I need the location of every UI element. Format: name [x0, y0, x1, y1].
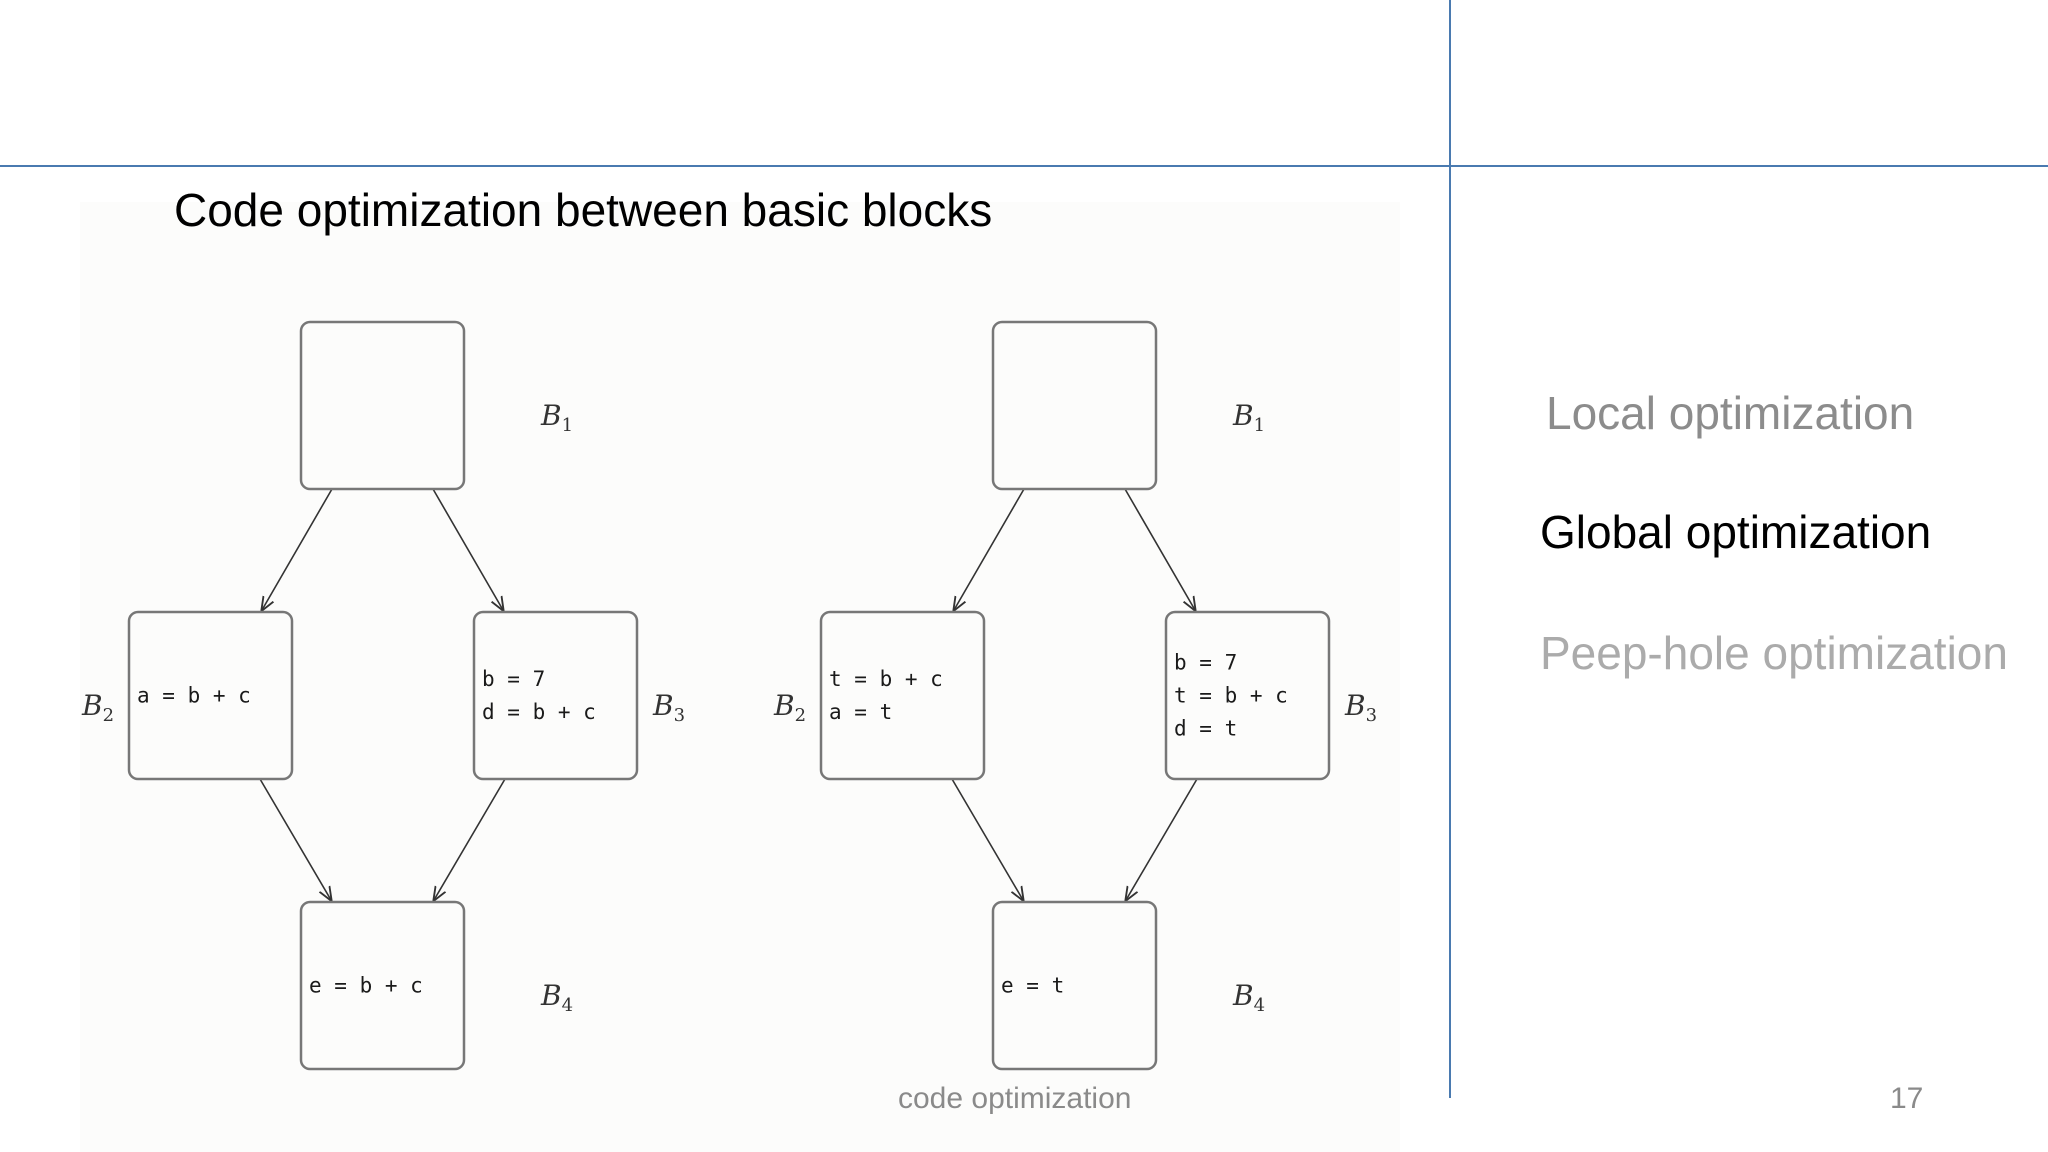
- block-label-b3: B3: [652, 689, 685, 726]
- page-number: 17: [1890, 1082, 1924, 1115]
- basic-block-b4: [991, 900, 1158, 1071]
- flow-graph-diagrams: B1 a = b + c B2 b = 7 d = b + c B3 e = b + c B4…: [81, 320, 1377, 1071]
- block-label-b1: B1: [1232, 399, 1265, 436]
- flow-edge-arrow: [434, 778, 506, 900]
- flow-edge-arrow: [1126, 778, 1198, 900]
- sidebar-divider-line: [1449, 0, 1451, 1098]
- flow-edge-arrow: [262, 488, 333, 610]
- block-code-line: d = b + c: [482, 700, 596, 724]
- flow-edge-arrow: [951, 778, 1023, 900]
- slide-title: Code optimization between basic blocks: [174, 184, 993, 236]
- block-code-line: b = 7: [1174, 651, 1237, 675]
- block-code-line: e = t: [1001, 974, 1064, 998]
- basic-block-b4: [299, 900, 466, 1071]
- flow-edge-arrow: [954, 488, 1025, 610]
- basic-block-b1: [991, 320, 1158, 491]
- flow-graph-1: B1 a = b + c B2 b = 7 d = b + c B3 e = b + c B4: [81, 320, 685, 1071]
- flow-graph-2: B1 t = b + c a = t B2 b = 7 t = b + c d = t B3 e…: [773, 320, 1377, 1071]
- sidebar-item-peephole-optimization: Peep-hole optimization: [1540, 627, 2008, 679]
- flow-edge-arrow: [432, 488, 503, 610]
- block-label-b4: B4: [1232, 979, 1265, 1016]
- block-code-line: b = 7: [482, 667, 545, 691]
- footer-text: code optimization: [898, 1082, 1132, 1115]
- sidebar-item-global-optimization: Global optimization: [1540, 506, 1932, 558]
- basic-block-b3: [1164, 610, 1331, 781]
- basic-block-b2: [819, 610, 986, 781]
- block-code-line: e = b + c: [309, 974, 423, 998]
- block-label-b1: B1: [540, 399, 573, 436]
- header-divider-line: [0, 165, 2048, 167]
- block-code-line: d = t: [1174, 717, 1237, 741]
- basic-block-b1: [299, 320, 466, 491]
- block-code-line: a = b + c: [137, 684, 251, 708]
- block-code-line: t = b + c: [829, 667, 943, 691]
- block-label-b2: B2: [773, 689, 806, 726]
- block-label-b2: B2: [81, 689, 114, 726]
- block-code-line: t = b + c: [1174, 684, 1288, 708]
- basic-block-b3: [472, 610, 639, 781]
- block-code-line: a = t: [829, 700, 892, 724]
- flow-edge-arrow: [1124, 488, 1195, 610]
- block-label-b4: B4: [540, 979, 573, 1016]
- block-label-b3: B3: [1344, 689, 1377, 726]
- sidebar-item-local-optimization: Local optimization: [1546, 387, 1915, 439]
- flow-edge-arrow: [259, 778, 331, 900]
- basic-block-b2: [127, 610, 294, 781]
